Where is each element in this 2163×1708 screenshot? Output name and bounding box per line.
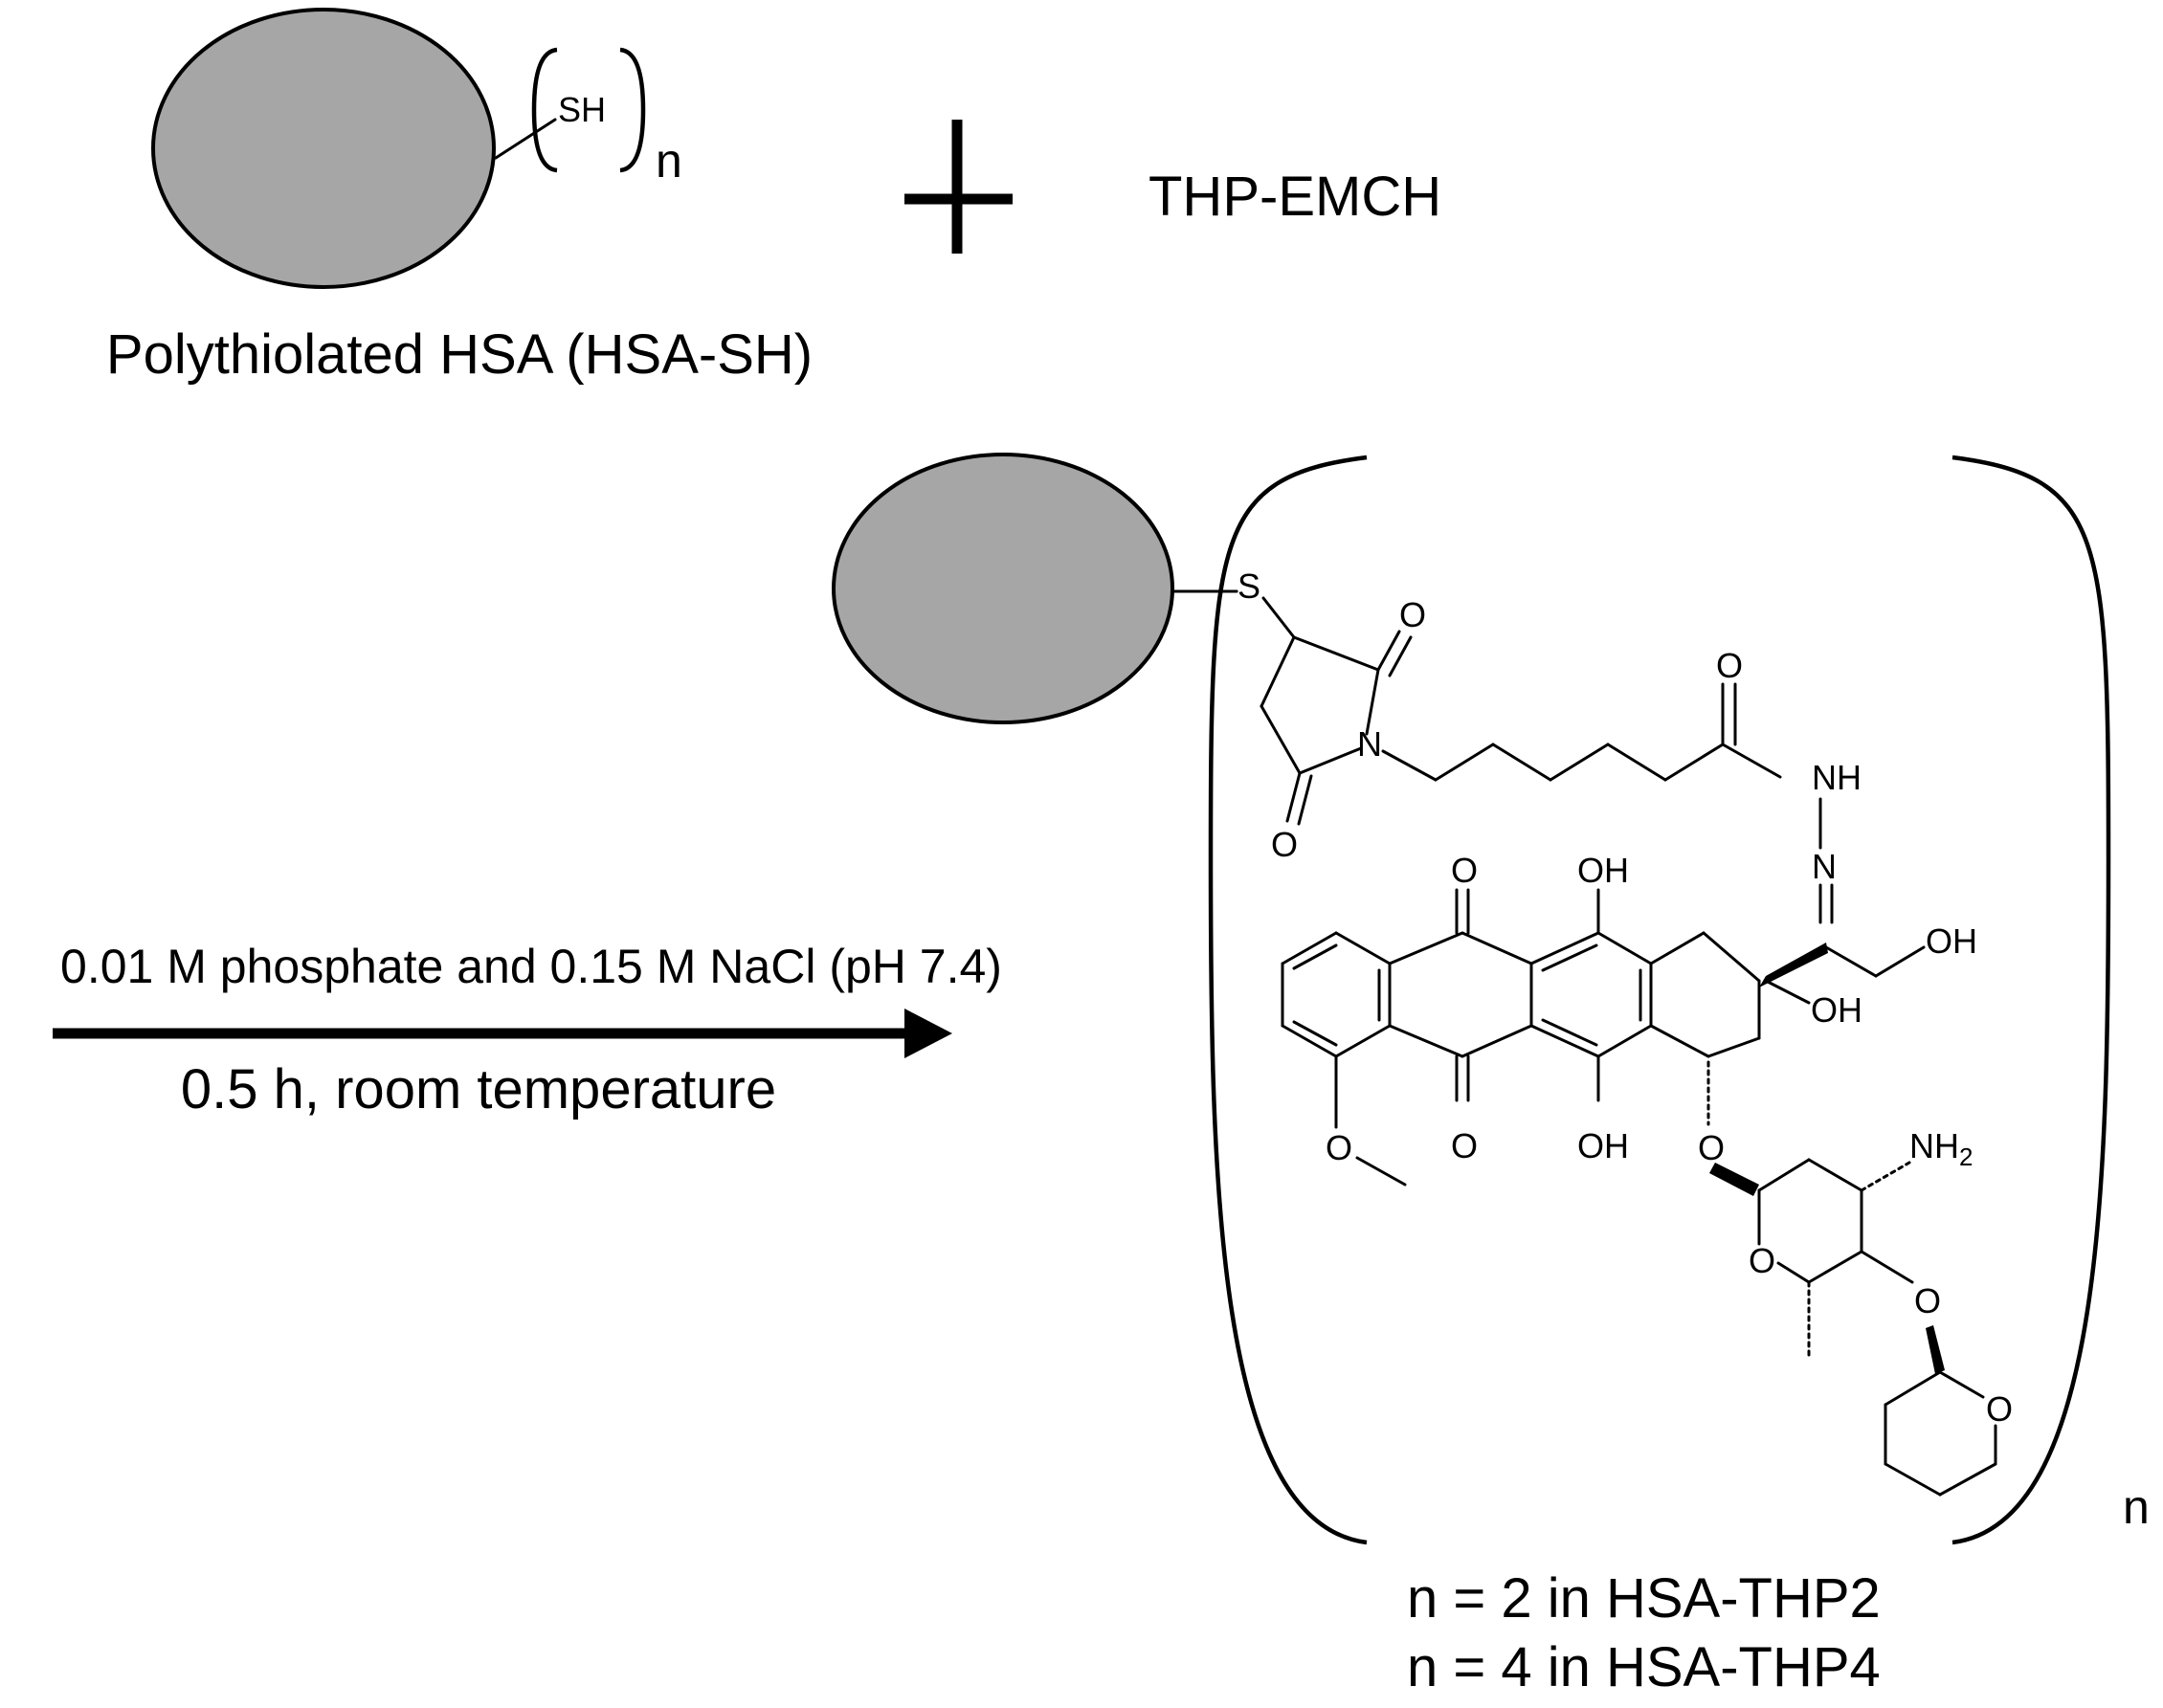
thiol-right-bracket (619, 47, 646, 173)
reactant-name: Polythiolated HSA (HSA-SH) (106, 323, 813, 386)
product-protein-ellipse (832, 453, 1174, 724)
reaction-arrow-group: 0.01 M phosphate and 0.15 M NaCl (pH 7.4… (53, 940, 1002, 1120)
thiol-linker-bond (494, 118, 557, 160)
reagent-name: THP-EMCH (1148, 166, 1441, 228)
hsa-sh-reactant: SH n Polythiolated HSA (HSA-SH) (106, 8, 813, 386)
atom-oh-top: OH (1577, 851, 1629, 890)
atom-nh: NH (1812, 758, 1862, 797)
atom-n-imide: N (1357, 724, 1382, 764)
atom-n-hydrazone: N (1812, 847, 1837, 886)
atom-nh2-main: NH (1909, 1126, 1959, 1165)
product-left-bracket (1208, 455, 1368, 1545)
hsa-thp-product: n (832, 453, 2150, 1698)
hsa-protein-ellipse (151, 8, 496, 289)
product-right-bracket (1951, 455, 2111, 1545)
atom-o-sugar-ring: O (1749, 1241, 1775, 1280)
atom-o-quinone-top: O (1451, 851, 1478, 890)
atom-oh-bottom: OH (1577, 1126, 1629, 1165)
atom-o-quinone-bottom: O (1451, 1126, 1478, 1165)
conditions-above-arrow: 0.01 M phosphate and 0.15 M NaCl (pH 7.4… (60, 940, 1002, 993)
conjugate-atom-labels: S O O N O NH N O OH OH OH O O OH O NH2 O… (1238, 566, 2013, 1429)
thiol-left-bracket (531, 47, 558, 173)
plus-sign (904, 120, 1013, 254)
atom-o-succinimide-bottom: O (1271, 825, 1298, 864)
atom-nh2-subscript: 2 (1959, 1142, 1973, 1171)
product-legend-line-1: n = 2 in HSA-THP2 (1407, 1567, 1881, 1630)
atom-s: S (1238, 566, 1260, 606)
atom-oh-c9: OH (1811, 990, 1862, 1030)
conjugate-bonds (1215, 589, 1997, 1497)
thiol-repeat-index: n (656, 134, 682, 188)
atom-o-glycoside: O (1698, 1128, 1725, 1167)
conditions-below-arrow: 0.5 h, room temperature (181, 1058, 776, 1120)
thiol-group-label: SH (558, 90, 606, 129)
atom-o-sugar-thp: O (1914, 1281, 1941, 1320)
atom-o-thp-ring: O (1986, 1389, 2013, 1429)
product-legend-line-2: n = 4 in HSA-THP4 (1407, 1636, 1881, 1698)
atom-o-methoxy: O (1326, 1128, 1352, 1167)
atom-oh-side: OH (1926, 921, 1977, 961)
atom-nh2: NH2 (1909, 1126, 1973, 1171)
atom-o-amide: O (1716, 646, 1743, 685)
atom-o-succinimide-top: O (1399, 595, 1426, 634)
reaction-arrow-head (904, 1009, 952, 1058)
product-repeat-index: n (2123, 1480, 2150, 1534)
